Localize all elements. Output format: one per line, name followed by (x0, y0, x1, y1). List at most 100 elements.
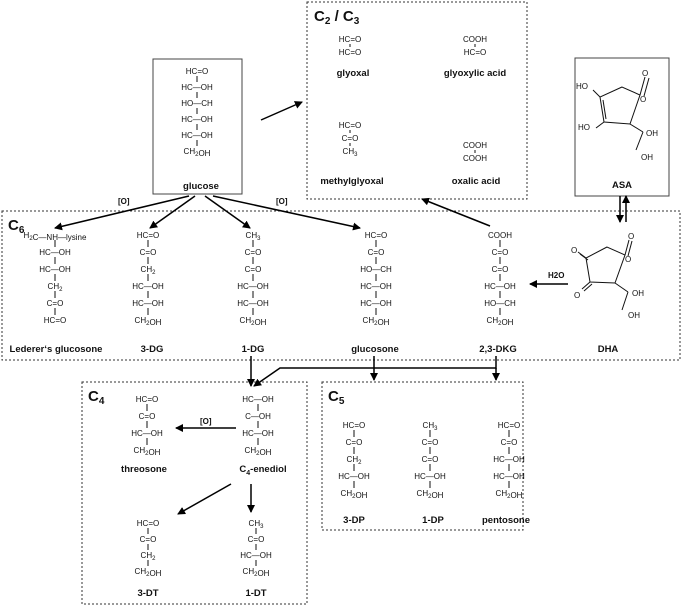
formula-line: C=O (492, 248, 509, 257)
dha-o-bottom: O (574, 291, 580, 300)
formula-line: HC—OH (181, 131, 213, 140)
formula-line: C=O (501, 438, 518, 447)
dha-o-keto: O (628, 232, 634, 241)
asa-o-ring: O (640, 95, 646, 104)
formula-line: CH2OH (417, 489, 444, 500)
oxidation-label-right: [O] (276, 197, 288, 206)
formula-line: CH2OH (135, 567, 162, 578)
glucose-box (152, 58, 243, 195)
3-dg-label: 3-DG (141, 344, 164, 355)
oxalic-acid-label: oxalic acid (452, 176, 501, 187)
formula-line: CH2OH (240, 316, 267, 327)
formula-line: COOH (488, 231, 512, 240)
formula-line: HC=O (498, 421, 520, 430)
3-dt-label: 3-DT (137, 588, 158, 599)
formula-line: HC=O (464, 48, 486, 57)
dha-o-top: O (571, 246, 577, 255)
lederer-glucosone-label: Lederer‘s glucosone (10, 344, 103, 355)
c5-section-box (321, 381, 524, 531)
formula-line: CH2OH (243, 567, 270, 578)
asa-ho-bottom: HO (578, 123, 590, 132)
dha-label: DHA (598, 344, 619, 355)
1-dp-label: 1-DP (422, 515, 444, 526)
formula-line: HO—CH (360, 265, 392, 274)
c2-c3-section-box (306, 1, 528, 200)
formula-line: HC—OH (132, 299, 164, 308)
formula-line: C=O (422, 455, 439, 464)
pentosone-label: pentosone (482, 515, 530, 526)
formula-line: C=O (346, 438, 363, 447)
dha-o-ring: O (625, 255, 631, 264)
dkg-formula: COOH C=O C=O HC—OH HO—CH CH2OH (484, 231, 516, 327)
formula-line: C=O (245, 265, 262, 274)
oxidation-label-left: [O] (118, 197, 130, 206)
formula-line: CH2OH (487, 316, 514, 327)
formula-line: CH2 (141, 265, 157, 276)
formula-line: C=O (245, 248, 262, 257)
formula-line: CH2OH (245, 446, 272, 457)
formula-line: HC=O (365, 231, 387, 240)
formula-line: HC—OH (39, 265, 71, 274)
formula-line: C=O (140, 248, 157, 257)
formula-line: C=O (140, 535, 157, 544)
c5-header: C5 (328, 388, 345, 407)
formula-line: HC—OH (131, 429, 163, 438)
formula-line: HC—OH (484, 282, 516, 291)
formula-line: HC—OH (237, 282, 269, 291)
formula-line: C=O (492, 265, 509, 274)
formula-line: HC—OH (242, 395, 274, 404)
dha-oh-side: OH (632, 289, 644, 298)
formula-line: HO—CH (484, 299, 516, 308)
asa-label: ASA (612, 180, 632, 191)
formula-line: COOH (463, 154, 487, 163)
formula-line: C—OH (245, 412, 271, 421)
formula-line: CH2OH (341, 489, 368, 500)
enediol-formula: HC—OH C—OH HC—OH CH2OH (242, 395, 274, 457)
formula-line: HC—OH (181, 115, 213, 124)
glucosone-label: glucosone (351, 344, 399, 355)
formula-line: CH3 (343, 147, 359, 158)
formula-line: C=O (342, 134, 359, 143)
arrow-glucose-to-1dg (204, 195, 251, 229)
formula-line: CH3 (249, 519, 265, 530)
formula-line: C=O (248, 535, 265, 544)
reaction-arrows (54, 101, 630, 515)
formula-line: HC—OH (493, 472, 525, 481)
formula-line: C=O (368, 248, 385, 257)
dha-structure: O O O O OH OH (571, 232, 644, 320)
formula-line: C=O (47, 299, 64, 308)
arrow-glucose-to-lederer (54, 195, 190, 231)
water-label: H2O (548, 271, 564, 280)
glucose-label: glucose (183, 181, 219, 192)
oxidation-label-c4: [O] (200, 417, 212, 426)
dha-oh-end: OH (628, 311, 640, 320)
glyoxal-label: glyoxal (337, 68, 370, 79)
formula-line: CH2OH (184, 147, 211, 158)
formula-line: HC=O (137, 519, 159, 528)
asa-structure: HO HO O O OH OH (576, 69, 658, 162)
c6-header: C6 (8, 217, 25, 236)
glyoxal-formula: HC=OHC=O (339, 35, 361, 57)
formula-line: HC—OH (360, 282, 392, 291)
c2-c3-header: C2 / C3 (314, 8, 360, 27)
formula-line: HC—OH (338, 472, 370, 481)
formula-line: HC—OH (242, 429, 274, 438)
formula-line: CH2OH (134, 446, 161, 457)
1-dt-label: 1-DT (245, 588, 266, 599)
c6-section-box (1, 210, 681, 361)
c4-header: C4 (88, 388, 105, 407)
formula-line: CH2 (48, 282, 64, 293)
c4-section-box (81, 381, 308, 605)
formula-line: CH2 (141, 551, 157, 562)
glyoxylic-acid-label: glyoxylic acid (444, 68, 507, 79)
formula-line: HC=O (44, 316, 66, 325)
